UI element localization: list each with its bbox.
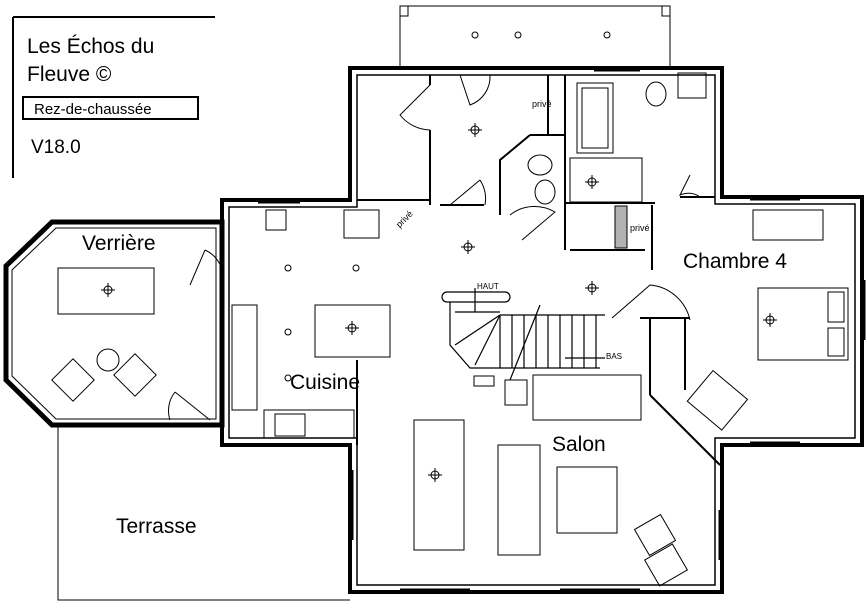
bathroom-fixtures [527,72,707,249]
salon-furniture [413,369,749,587]
prive-label: privé [532,99,552,109]
kitchen-fixtures [231,209,391,439]
title-line-1: Les Échos du [27,35,155,58]
light-fixture [345,321,359,335]
light-fixture [284,31,611,382]
light-fixture [101,283,115,297]
verriere-furniture [51,267,157,402]
title-block: Les Échos du Fleuve © [27,33,154,89]
floor-label: Rez-de-chaussée [22,96,199,120]
door-swings [168,74,701,421]
stair-treads [454,311,597,368]
room-label-verriere: Verrière [82,232,156,255]
room-label-salon: Salon [552,433,606,456]
room-label-cuisine: Cuisine [290,371,361,394]
stairs-up-label: HAUT [477,282,499,291]
light-fixture [585,281,599,295]
light-fixture [468,123,482,137]
stairs-down-label: BAS [606,352,623,361]
light-fixture [428,468,442,482]
light-fixture [763,313,777,327]
light-fixtures [101,31,777,482]
title-line-2: Fleuve © [27,63,112,86]
prive-label: privé [630,223,650,233]
title-block-frame [12,16,215,178]
room-label-terrasse: Terrasse [116,515,197,538]
terrasse-outline [57,425,350,601]
staircase [441,288,605,381]
bedroom-furniture [752,209,849,361]
light-fixture [461,240,475,254]
room-label-chambre-4: Chambre 4 [683,250,787,273]
windows [258,68,866,592]
light-fixture [585,175,599,189]
exterior-walls [220,66,864,594]
interior-walls [356,75,721,466]
top-deck [399,5,671,69]
version-label: V18.0 [31,137,81,158]
